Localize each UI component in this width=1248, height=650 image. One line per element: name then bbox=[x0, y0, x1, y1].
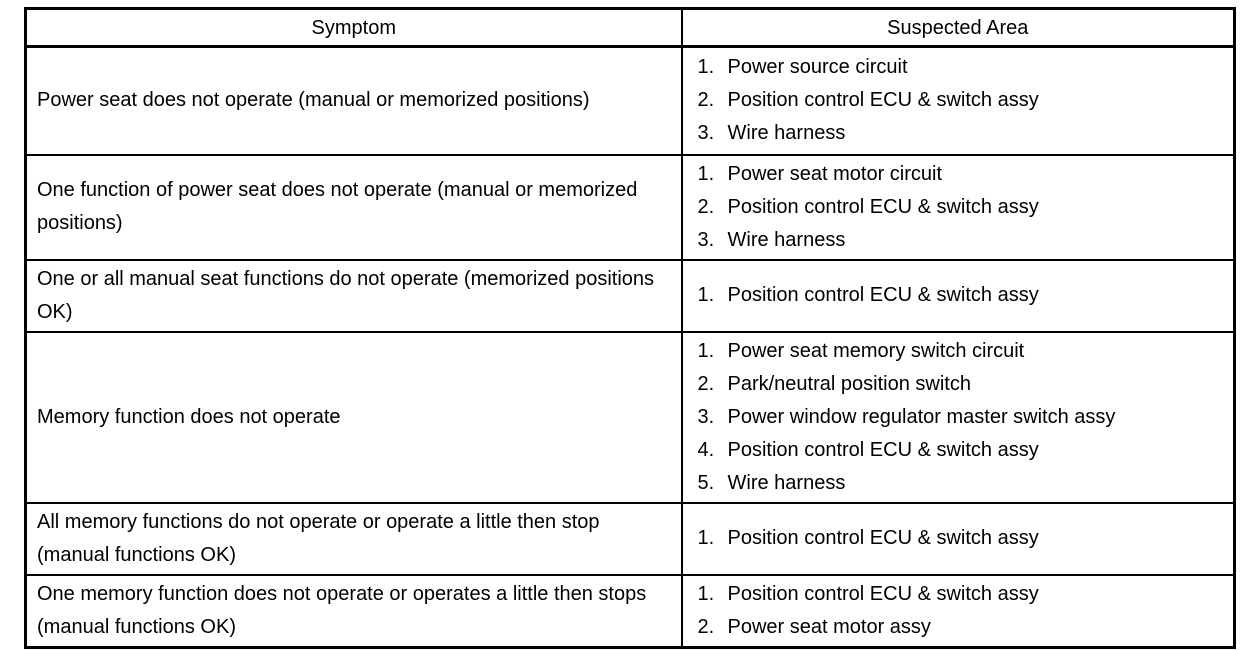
suspected-area-item: Power seat motor assy bbox=[727, 615, 931, 638]
table-row: One function of power seat does not oper… bbox=[24, 153, 1236, 261]
table-row: All memory functions do not operate or o… bbox=[24, 501, 1236, 576]
symptom-cell: All memory functions do not operate or o… bbox=[24, 501, 683, 576]
suspected-area-cell: Position control ECU & switch assy bbox=[680, 501, 1236, 576]
suspected-area-item: Position control ECU & switch assy bbox=[727, 438, 1039, 461]
symptom-column-header: Symptom bbox=[24, 7, 683, 48]
suspected-area-item: Wire harness bbox=[727, 122, 846, 145]
suspected-area-item: Position control ECU & switch assy bbox=[727, 284, 1039, 306]
suspected-area-item: Power seat motor circuit bbox=[727, 162, 943, 185]
symptom-table-container: Symptom Suspected Area Power seat does n… bbox=[24, 7, 1236, 649]
suspected-area-item: Position control ECU & switch assy bbox=[727, 527, 1039, 549]
symptom-cell: Memory function does not operate bbox=[24, 330, 683, 504]
table-header-row: Symptom Suspected Area bbox=[24, 7, 1236, 48]
suspected-area-item: Position control ECU & switch assy bbox=[727, 195, 1039, 218]
suspected-area-item: Position control ECU & switch assy bbox=[727, 582, 1039, 605]
table-body: Power seat does not operate (manual or m… bbox=[24, 45, 1236, 648]
suspected-area-item: Power seat memory switch circuit bbox=[727, 339, 1025, 362]
suspected-area-item: Park/neutral position switch bbox=[727, 372, 971, 395]
symptom-suspected-area-table: Symptom Suspected Area Power seat does n… bbox=[24, 7, 1236, 649]
table-row: One memory function does not operate or … bbox=[24, 573, 1236, 648]
suspected-area-column-header: Suspected Area bbox=[680, 7, 1236, 48]
table-row: Power seat does not operate (manual or m… bbox=[24, 45, 1236, 156]
suspected-area-item: Position control ECU & switch assy bbox=[727, 89, 1039, 112]
suspected-area-item: Wire harness bbox=[727, 228, 846, 251]
suspected-area-cell: Position control ECU & switch assy bbox=[680, 258, 1236, 333]
suspected-area-list: Position control ECU & switch assy bbox=[698, 279, 1230, 312]
suspected-area-item: Wire harness bbox=[727, 471, 846, 494]
symptom-cell: Power seat does not operate (manual or m… bbox=[24, 45, 683, 156]
suspected-area-item: Power source circuit bbox=[727, 56, 908, 79]
symptom-cell: One or all manual seat functions do not … bbox=[24, 258, 683, 333]
suspected-area-item: Power window regulator master switch ass… bbox=[727, 405, 1116, 428]
table-row: Memory function does not operate Power s… bbox=[24, 330, 1236, 504]
suspected-area-list: Position control ECU & switch assy bbox=[698, 522, 1230, 555]
symptom-cell: One function of power seat does not oper… bbox=[24, 153, 683, 261]
symptom-cell: One memory function does not operate or … bbox=[24, 573, 683, 648]
table-row: One or all manual seat functions do not … bbox=[24, 258, 1236, 333]
